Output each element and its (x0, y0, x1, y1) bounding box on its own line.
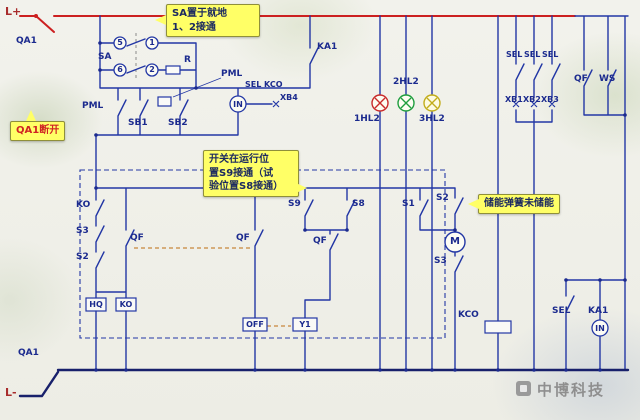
label-3hl2: 3HL2 (419, 114, 445, 124)
label-kco-coil: KCO (458, 310, 479, 320)
label-xb4: XB4 (280, 93, 298, 102)
instrument-in-top-circle (229, 95, 247, 113)
label-s3-right: S3 (434, 256, 447, 266)
terminal-x-marks (272, 100, 556, 108)
label-ka1-bottom: KA1 (588, 306, 609, 316)
ko-coil-box (115, 297, 137, 312)
callout-spring: 储能弹簧未储能 (478, 194, 560, 214)
kco-coil-box (484, 320, 512, 334)
control-wiring (95, 15, 629, 371)
label-in-top: IN (233, 100, 243, 109)
label-sb2: SB2 (168, 118, 188, 128)
label-xb2: XB2 (523, 95, 541, 104)
label-ko-coil: KO (119, 300, 133, 309)
label-ka1-top: KA1 (317, 42, 338, 52)
indicator-lamp-green (397, 94, 415, 112)
label-r: R (184, 55, 191, 65)
hq-coil-box (85, 297, 107, 312)
terminal-1: 1 (149, 38, 155, 47)
label-sb1: SB1 (128, 118, 148, 128)
label-1hl2: 1HL2 (354, 114, 380, 124)
cubicle-boundary-dashed-box (79, 169, 446, 339)
label-ws: WS (599, 74, 616, 84)
label-sel-3: SEL (542, 50, 559, 59)
label-s3-left: S3 (76, 226, 89, 236)
callout-sa-line1: SA置于就地 (172, 8, 227, 19)
callout-sa-pointer (155, 15, 166, 25)
callout-sa-position: SA置于就地 1、2接通 (166, 4, 260, 37)
callout-spring-text: 储能弹簧未储能 (484, 198, 554, 209)
label-in-bottom: IN (595, 324, 605, 333)
label-s8: S8 (352, 199, 365, 209)
resistor-box (165, 65, 181, 75)
callout-run-line1: 开关在运行位 (209, 154, 269, 165)
junction-dots (94, 41, 627, 372)
off-coil-box (242, 317, 268, 332)
label-y1-coil: Y1 (299, 320, 311, 329)
callout-run-line3: 验位置S8接通） (209, 181, 284, 192)
label-xb3: XB3 (541, 95, 559, 104)
terminal-5: 5 (117, 38, 123, 47)
indicator-lamp-yellow (423, 94, 441, 112)
sa-terminal-circles (113, 36, 159, 77)
terminal-2: 2 (149, 65, 155, 74)
label-sel-1: SEL (506, 50, 523, 59)
label-motor: M (450, 236, 460, 247)
label-qf-mid: QF (236, 233, 250, 243)
coil-boxes (85, 65, 512, 334)
callout-sa-line2: 1、2接通 (172, 21, 216, 33)
positive-rail-red-wire (19, 14, 576, 33)
callout-spring-pointer (468, 199, 479, 209)
label-s2-right: S2 (436, 193, 449, 203)
callout-qa1-pointer (26, 110, 36, 121)
label-sel-top: SEL (245, 80, 262, 89)
label-qa1-bottom: QA1 (18, 348, 39, 358)
label-qf-mid2: QF (313, 236, 327, 246)
pml-coil-box (157, 96, 172, 107)
label-sel-2: SEL (524, 50, 541, 59)
label-hq-coil: HQ (89, 300, 103, 309)
label-s1: S1 (402, 199, 415, 209)
callout-run-line2: 置S9接通（试 (209, 167, 274, 179)
callout-qa1-open: QA1断开 (10, 121, 66, 141)
label-xb1: XB1 (505, 95, 523, 104)
label-off-coil: OFF (246, 320, 264, 329)
zhongbo-logo-icon (516, 381, 531, 396)
rail-neg-label: L- (5, 386, 17, 399)
label-sa: SA (98, 52, 112, 62)
instrument-in-bottom-circle (591, 319, 609, 337)
charging-motor-circle (444, 231, 466, 253)
label-qa1-top: QA1 (16, 36, 37, 46)
callout-qa1-text: QA1断开 (16, 125, 60, 136)
label-qf-col2: QF (130, 233, 144, 243)
label-qf-top: QF (574, 74, 588, 84)
watermark-brand: 中博科技 (537, 381, 606, 399)
callout-run-pointer (296, 183, 307, 193)
indicator-lamp-red (371, 94, 389, 112)
qf-mechanical-link-orange (134, 247, 291, 327)
callout-run-position: 开关在运行位 置S9接通（试 验位置S8接通） (203, 150, 299, 197)
label-2hl2: 2HL2 (393, 77, 419, 87)
rail-pos-label: L+ (5, 5, 22, 18)
y1-coil-box (292, 317, 318, 332)
label-sel-bottom: SEL (552, 306, 571, 316)
label-pml-coil: PML (221, 69, 243, 79)
label-s2-left: S2 (76, 252, 89, 262)
label-s9: S9 (288, 199, 301, 209)
label-pml-contact: PML (82, 101, 104, 111)
terminal-6: 6 (117, 65, 123, 74)
label-ko-contact: KO (76, 200, 91, 210)
label-kco-top: KCO (264, 80, 283, 89)
